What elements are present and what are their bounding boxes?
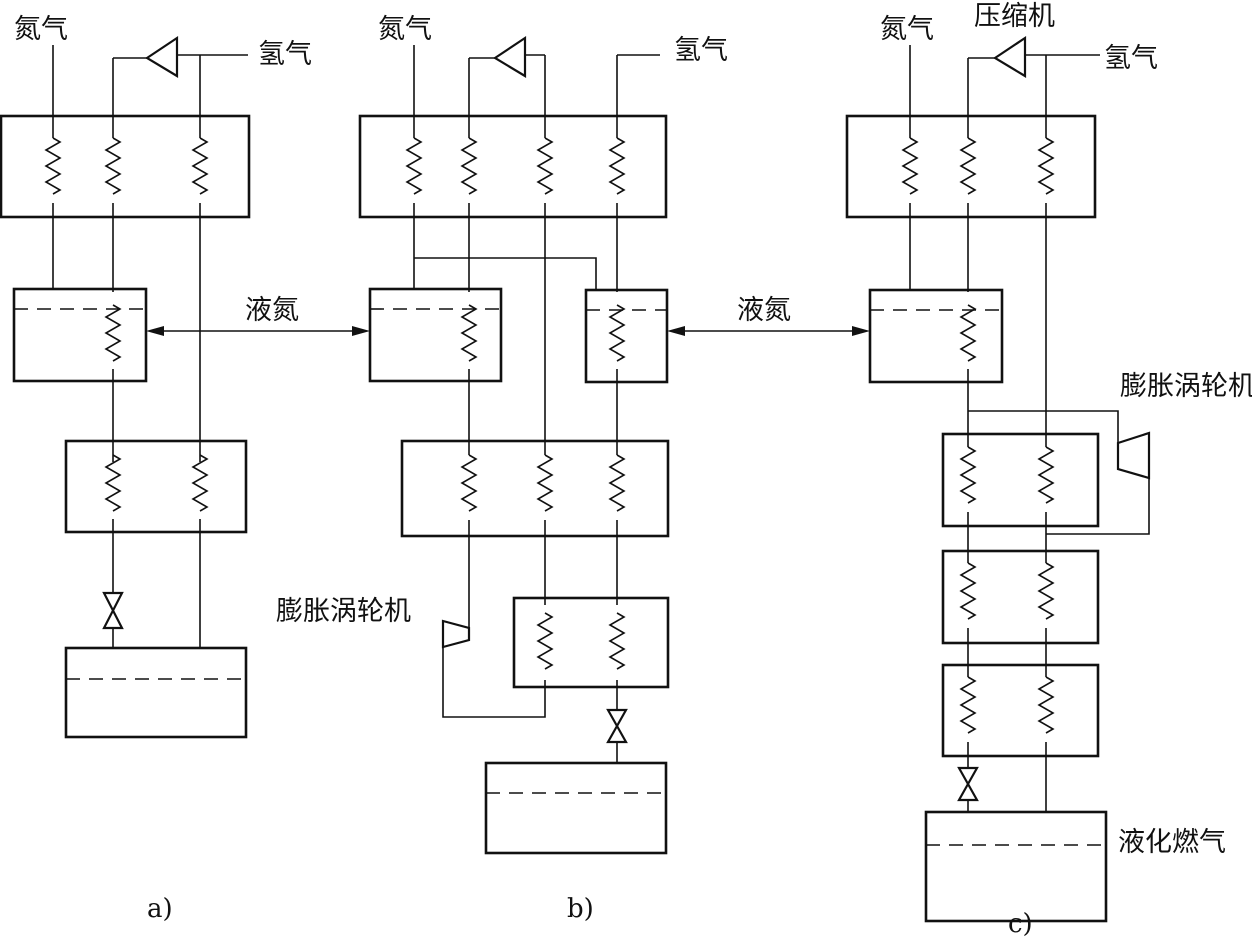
liquid-nitrogen-arrows bbox=[146, 326, 870, 336]
heat-exchanger-b3 bbox=[512, 596, 670, 689]
arrowhead-left-icon bbox=[146, 326, 164, 336]
product-label-c: 液化燃气 bbox=[1118, 827, 1226, 858]
coil-b-bath1 bbox=[461, 304, 477, 362]
coil-c2-1 bbox=[960, 446, 976, 504]
coil-b1-1 bbox=[406, 137, 422, 195]
compressor-loop-c bbox=[968, 54, 1100, 59]
compressor-icon bbox=[992, 35, 1027, 78]
turbine-label-b: 膨胀涡轮机 bbox=[276, 596, 411, 627]
coil-a2-1 bbox=[105, 454, 121, 512]
coil-a1-3 bbox=[192, 137, 208, 195]
nitrogen-line-b bbox=[413, 45, 597, 290]
turbine-label-c: 膨胀涡轮机 bbox=[1120, 371, 1252, 402]
coil-c3-1 bbox=[960, 562, 976, 620]
nitrogen-label-b: 氮气 bbox=[378, 14, 432, 45]
liquid-nitrogen-bath-b2 bbox=[584, 288, 669, 384]
coil-a2-2 bbox=[192, 454, 208, 512]
storage-tank-c bbox=[924, 810, 1108, 923]
caption-b: b) bbox=[567, 894, 594, 924]
compressor-loop-a bbox=[113, 54, 248, 59]
liquid-nitrogen-bath-b1 bbox=[368, 287, 503, 383]
coil-c4-1 bbox=[960, 676, 976, 734]
throttle-valve-icon bbox=[957, 766, 979, 802]
heat-exchanger-c1 bbox=[845, 114, 1097, 219]
coil-c4-2 bbox=[1038, 676, 1054, 734]
liquid-nitrogen-bath-a bbox=[12, 287, 148, 383]
heat-exchanger-c2 bbox=[941, 432, 1100, 528]
coil-b2-2 bbox=[537, 454, 553, 512]
heat-exchanger-b1 bbox=[358, 114, 668, 219]
heat-exchanger-c4 bbox=[941, 663, 1100, 758]
caption-c: c) bbox=[1008, 909, 1033, 939]
liquid-nitrogen-label-bc: 液氮 bbox=[737, 295, 791, 326]
panel-c bbox=[845, 35, 1151, 923]
coil-c3-2 bbox=[1038, 562, 1054, 620]
coil-c-bath bbox=[960, 304, 976, 362]
expansion-turbine-icon bbox=[441, 619, 471, 649]
liquid-nitrogen-label-ab: 液氮 bbox=[245, 295, 299, 326]
nitrogen-label-a: 氮气 bbox=[14, 14, 68, 45]
coil-c1-3 bbox=[1038, 137, 1054, 195]
coil-a1-1 bbox=[45, 137, 61, 195]
nitrogen-label-c: 氮气 bbox=[880, 14, 934, 45]
coil-a1-2 bbox=[105, 137, 121, 195]
coil-a-bath bbox=[105, 304, 121, 362]
turbine-branch-c bbox=[968, 410, 1150, 535]
arrowhead-left-icon bbox=[667, 326, 685, 336]
heat-exchanger-a1 bbox=[0, 114, 251, 219]
heat-exchanger-b2 bbox=[400, 439, 670, 538]
heat-exchanger-a2 bbox=[64, 439, 248, 534]
coil-b3-2 bbox=[609, 612, 625, 670]
storage-tank-a bbox=[64, 646, 248, 739]
storage-tank-b bbox=[484, 761, 668, 855]
coil-b1-3 bbox=[537, 137, 553, 195]
coil-c1-2 bbox=[960, 137, 976, 195]
hydrogen-label-b: 氢气 bbox=[674, 35, 728, 66]
coil-b2-3 bbox=[609, 454, 625, 512]
compressor-icon bbox=[492, 35, 527, 78]
compressor-label-c: 压缩机 bbox=[974, 1, 1055, 32]
throttle-valve-icon bbox=[102, 591, 124, 630]
compressor-icon bbox=[144, 35, 179, 78]
liquid-nitrogen-bath-c bbox=[868, 288, 1004, 384]
heat-exchanger-c3 bbox=[941, 549, 1100, 645]
coil-b3-1 bbox=[537, 612, 553, 670]
caption-a: a) bbox=[147, 894, 173, 924]
arrowhead-right-icon bbox=[852, 326, 870, 336]
coil-b1-2 bbox=[461, 137, 477, 195]
hydrogen-label-a: 氢气 bbox=[258, 39, 312, 70]
hydrogen-label-c: 氢气 bbox=[1104, 43, 1158, 74]
panel-b bbox=[358, 35, 670, 855]
throttle-valve-icon bbox=[606, 708, 628, 744]
coil-c2-2 bbox=[1038, 446, 1054, 504]
coil-b2-1 bbox=[461, 454, 477, 512]
compressor-loop-b bbox=[469, 54, 660, 59]
coil-b-bath2 bbox=[609, 304, 625, 362]
coil-b1-4 bbox=[609, 137, 625, 195]
coil-c1-1 bbox=[902, 137, 918, 195]
arrowhead-right-icon bbox=[352, 326, 370, 336]
panel-a bbox=[0, 35, 251, 739]
stream-b3 bbox=[442, 55, 546, 718]
expansion-turbine-icon bbox=[1116, 431, 1151, 480]
